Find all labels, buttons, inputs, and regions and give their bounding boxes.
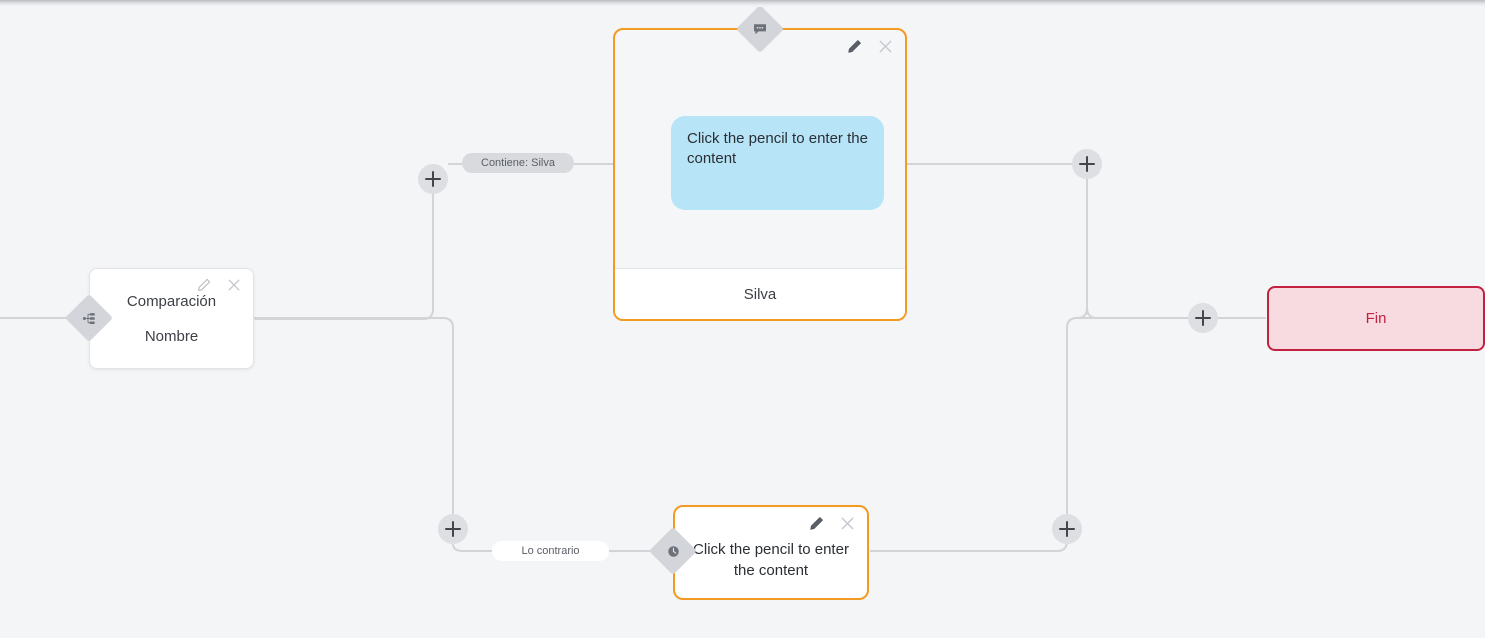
edge-message-bottom-to-plus xyxy=(870,540,1068,552)
close-icon[interactable] xyxy=(227,278,241,292)
add-branch-false-button[interactable] xyxy=(438,514,468,544)
add-branch-true-button[interactable] xyxy=(418,164,448,194)
edge-comparison-to-true-branch xyxy=(255,194,434,320)
edge-label-contains[interactable]: Contiene: Silva xyxy=(462,153,574,173)
end-node-label: Fin xyxy=(1365,310,1387,327)
edge-merge-top xyxy=(1076,179,1188,319)
add-after-message-top-button[interactable] xyxy=(1072,149,1102,179)
comparison-node[interactable]: Comparación Nombre xyxy=(89,268,254,369)
clock-icon[interactable] xyxy=(648,526,698,576)
add-before-end-button[interactable] xyxy=(1188,303,1218,333)
close-icon[interactable] xyxy=(840,516,855,531)
comparison-node-body: Comparación Nombre xyxy=(90,269,253,368)
edge-label-otherwise[interactable]: Lo contrario xyxy=(492,541,609,561)
close-icon[interactable] xyxy=(878,39,893,54)
message-node-bottom[interactable]: Click the pencil to enter the content xyxy=(673,505,869,600)
edge-merge-top-join xyxy=(1086,179,1188,319)
pencil-icon[interactable] xyxy=(197,278,211,292)
comparison-node-title: Comparación xyxy=(126,292,217,310)
pencil-icon[interactable] xyxy=(809,516,824,531)
edge-false-to-label xyxy=(452,543,492,552)
edge-merge-bottom xyxy=(1066,317,1188,514)
message-bubble[interactable]: Click the pencil to enter the content xyxy=(671,116,884,210)
message-node-bottom-text: Click the pencil to enter the content xyxy=(693,541,849,579)
message-node-top-footer: Silva xyxy=(615,268,905,319)
pencil-icon[interactable] xyxy=(847,39,862,54)
message-node-top-tools xyxy=(847,39,893,54)
message-node-bottom-tools xyxy=(809,516,855,531)
add-after-message-bottom-button[interactable] xyxy=(1052,514,1082,544)
message-node-top[interactable]: Click the pencil to enter the content Si… xyxy=(613,28,907,321)
message-node-top-footer-label: Silva xyxy=(743,285,777,303)
comparison-node-subtitle: Nombre xyxy=(144,327,199,345)
chat-bubble-icon[interactable] xyxy=(735,4,785,54)
comparison-node-tools xyxy=(197,278,241,292)
branch-icon[interactable] xyxy=(64,293,114,343)
end-node[interactable]: Fin xyxy=(1267,286,1485,351)
edge-comparison-to-false-branch xyxy=(254,317,454,514)
